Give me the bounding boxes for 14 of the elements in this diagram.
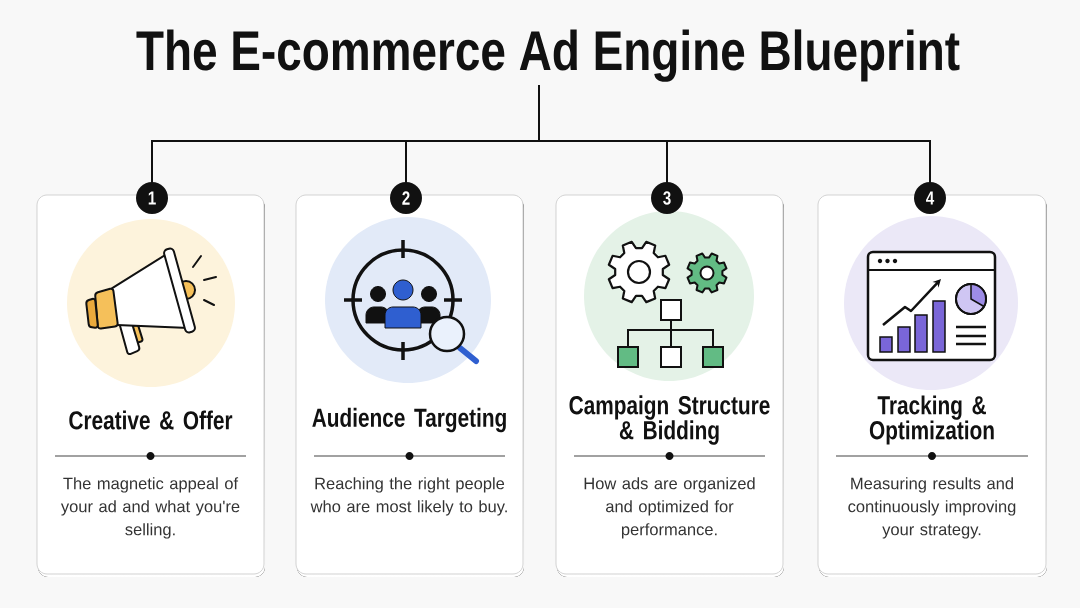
card-heading: Audience Targeting — [312, 407, 506, 433]
card-heading: Creative & Offer — [69, 410, 233, 430]
number-badge: 1 — [136, 182, 168, 214]
number-badge: 2 — [390, 182, 422, 214]
card-description: Reaching the right people who are most likely to buy. — [310, 477, 507, 516]
number-badge: 3 — [651, 182, 683, 214]
card-heading: Campaign Structure & Bidding — [569, 395, 770, 445]
connector-line — [151, 85, 931, 183]
card-heading: Tracking & Optimization — [869, 395, 994, 445]
card-description: Measuring results and continuously improving your strategy. — [848, 477, 1016, 539]
title: The E-commerce Ad Engine Blueprint — [136, 29, 960, 82]
card-description: How ads are organized and optimized for performance. — [584, 477, 755, 539]
card-description: The magnetic appeal of your ad and what you're selling. — [60, 477, 240, 539]
number-badge: 4 — [914, 182, 946, 214]
